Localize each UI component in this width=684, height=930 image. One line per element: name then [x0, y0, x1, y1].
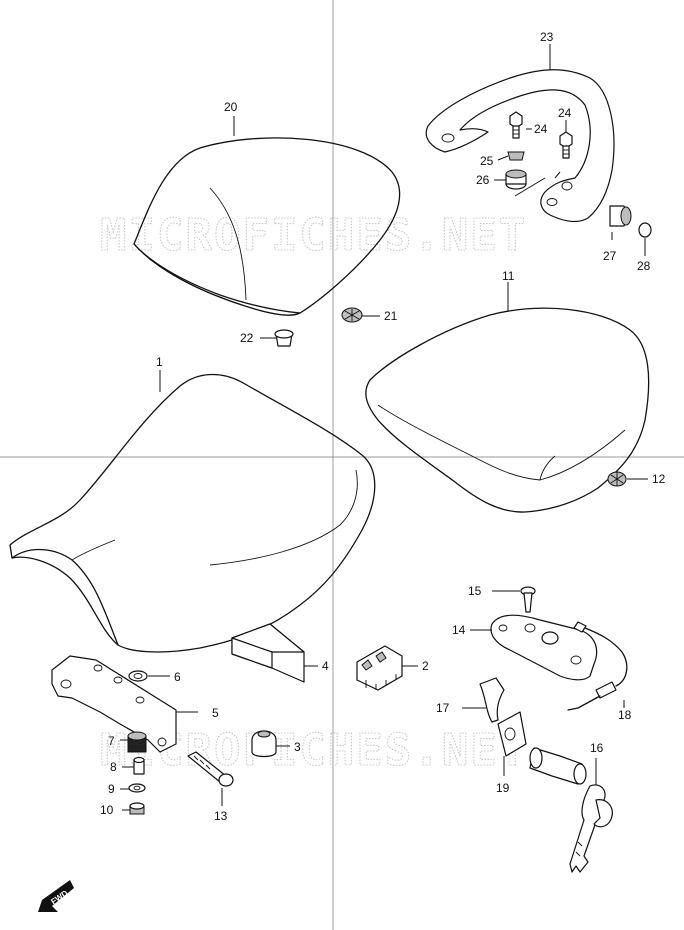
callout-26: 26 [476, 173, 490, 187]
part-3-cushion [251, 730, 290, 758]
part-6-washer [128, 670, 170, 682]
part-21-clip [341, 307, 363, 323]
callout-3: 3 [294, 740, 301, 754]
callout-15: 15 [468, 584, 482, 598]
callout-10: 10 [100, 803, 114, 817]
callout-18: 18 [618, 708, 632, 722]
callout-12: 12 [652, 472, 666, 486]
part-19-holder [497, 711, 527, 776]
callout-24b: 24 [558, 106, 572, 120]
callout-2: 2 [422, 659, 429, 673]
part-13-bolt [187, 751, 234, 806]
part-7-cushion [120, 731, 147, 753]
part-16-lock-set [529, 747, 613, 873]
part-26-cushion [505, 169, 527, 190]
callout-20: 20 [224, 100, 238, 114]
part-11-rear-seat [365, 307, 650, 513]
part-14-lock-bracket [470, 614, 598, 681]
callout-11: 11 [502, 269, 515, 283]
callout-14: 14 [452, 623, 466, 637]
callout-17: 17 [436, 701, 450, 715]
part-1-front-seat [9, 373, 376, 653]
callout-4: 4 [322, 659, 329, 673]
callout-1: 1 [156, 355, 163, 369]
part-15-screw [492, 586, 536, 613]
callout-6: 6 [174, 670, 181, 684]
callout-27: 27 [603, 249, 617, 263]
part-24-bolt-right [559, 131, 573, 159]
part-24-bolt-left [509, 111, 523, 139]
part-28-cap [638, 222, 652, 238]
part-5-bracket [51, 655, 198, 753]
callout-25: 25 [480, 154, 494, 168]
part-4-damper-block [231, 623, 318, 683]
part-18-cable [567, 621, 628, 711]
callout-13: 13 [214, 809, 228, 823]
part-12-clip [607, 471, 627, 487]
callout-21: 21 [384, 309, 398, 323]
part-23-grab-rail [425, 69, 615, 223]
part-2-damper [356, 645, 418, 691]
watermark-top: MICROFICHES.NET [100, 210, 527, 261]
part-25-collar [507, 151, 525, 161]
callout-16: 16 [590, 741, 604, 755]
part-10-nut [122, 802, 145, 815]
callout-5: 5 [212, 706, 219, 720]
callout-23: 23 [540, 30, 554, 44]
forward-direction-arrow: FWD [38, 880, 74, 912]
part-22-grommet [274, 329, 294, 347]
callout-24a: 24 [534, 122, 548, 136]
callout-numbers: 20 1 11 23 24 24 25 26 27 28 21 22 12 4 … [100, 30, 666, 823]
part-17-clip [462, 677, 505, 723]
callout-22: 22 [240, 331, 254, 345]
callout-19: 19 [496, 781, 510, 795]
part-27-nut [609, 205, 632, 227]
part-8-collar [122, 756, 145, 775]
part-20-seat-cowl [133, 137, 401, 316]
callout-7: 7 [108, 734, 115, 748]
callout-28: 28 [637, 259, 651, 273]
callout-9: 9 [108, 782, 115, 796]
callout-leaders [159, 44, 648, 480]
callout-8: 8 [110, 760, 117, 774]
part-9-washer [120, 783, 146, 793]
